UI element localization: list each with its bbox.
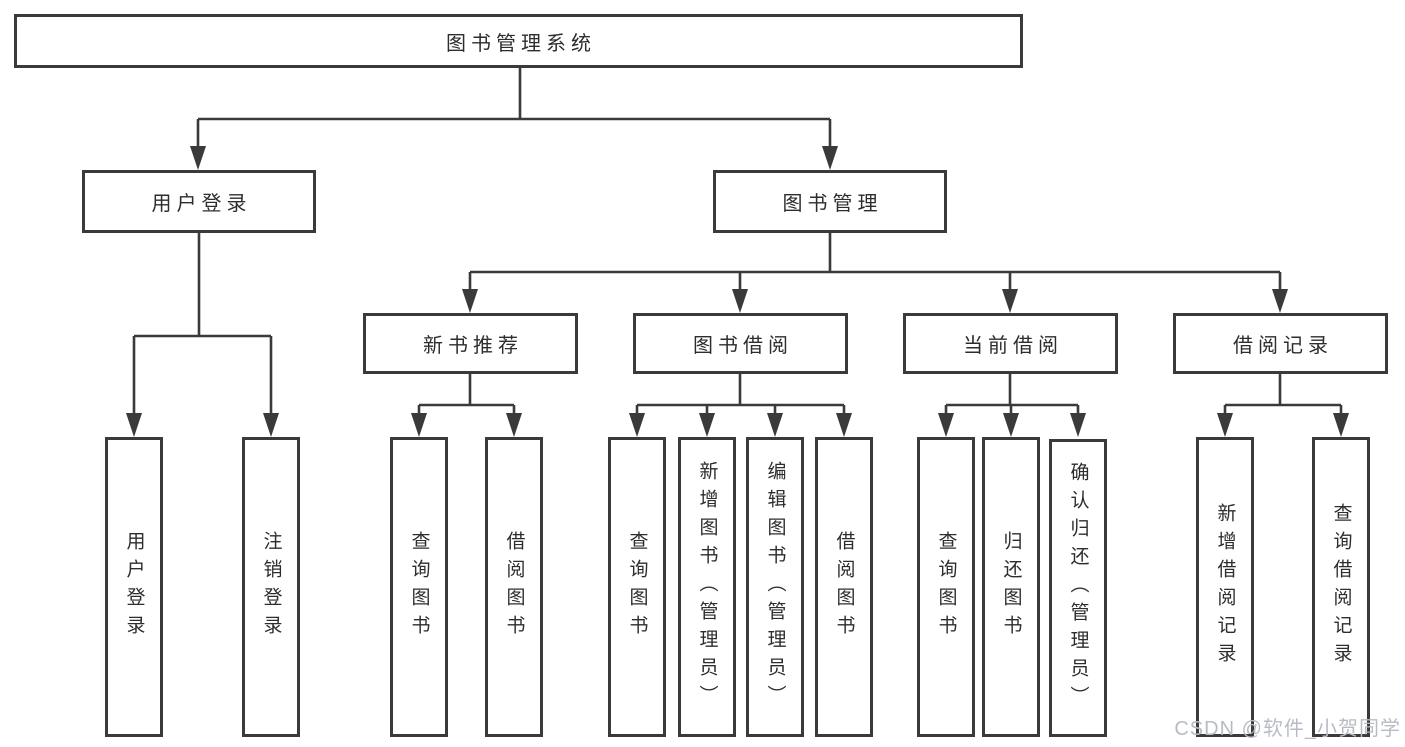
node-label: 查询借阅记录 bbox=[1330, 503, 1352, 671]
node-label: 新增借阅记录 bbox=[1214, 503, 1236, 671]
leaf-return-books: 归还图书 bbox=[982, 437, 1040, 737]
node-label: 注销登录 bbox=[260, 531, 282, 643]
node-label: 用户登录 bbox=[151, 193, 252, 215]
node-book-management-branch: 图书管理 bbox=[713, 170, 947, 233]
leaf-query-books-borrowing: 查询图书 bbox=[608, 437, 666, 737]
node-label: 借阅记录 bbox=[1233, 335, 1333, 357]
leaf-user-login: 用户登录 bbox=[105, 437, 163, 737]
leaf-query-books-current: 查询图书 bbox=[917, 437, 975, 737]
tree-edges bbox=[132, 68, 1343, 417]
node-label: 查询图书 bbox=[626, 531, 648, 643]
node-label: 查询图书 bbox=[408, 531, 430, 643]
node-user-login-branch: 用户登录 bbox=[82, 170, 316, 233]
csdn-watermark: CSDN @软件_小贺同学 bbox=[1174, 718, 1401, 740]
node-root-system: 图书管理系统 bbox=[14, 14, 1023, 68]
leaf-query-books-recommend: 查询图书 bbox=[390, 437, 448, 737]
leaf-confirm-return-admin: 确认归还（管理员） bbox=[1049, 439, 1107, 737]
node-label: 借阅图书 bbox=[833, 531, 855, 643]
node-current-borrowing: 当前借阅 bbox=[903, 313, 1118, 374]
node-new-book-recommendation: 新书推荐 bbox=[363, 313, 578, 374]
node-label: 确认归还（管理员） bbox=[1067, 462, 1089, 714]
leaf-query-borrow-record: 查询借阅记录 bbox=[1312, 437, 1370, 737]
leaf-logout: 注销登录 bbox=[242, 437, 300, 737]
node-book-borrowing: 图书借阅 bbox=[633, 313, 848, 374]
node-label: 新增图书（管理员） bbox=[696, 461, 718, 713]
node-label: 当前借阅 bbox=[963, 335, 1063, 357]
leaf-borrow-books-recommend: 借阅图书 bbox=[485, 437, 543, 737]
node-label: 借阅图书 bbox=[503, 531, 525, 643]
arrowheads bbox=[126, 146, 1349, 437]
node-label: 图书管理 bbox=[782, 193, 883, 215]
node-label: 编辑图书（管理员） bbox=[764, 461, 786, 713]
node-borrowing-records: 借阅记录 bbox=[1173, 313, 1388, 374]
node-label: 归还图书 bbox=[1000, 531, 1022, 643]
node-label: 用户登录 bbox=[123, 531, 145, 643]
node-label: 新书推荐 bbox=[423, 335, 523, 357]
leaf-edit-books-admin: 编辑图书（管理员） bbox=[746, 437, 804, 737]
leaf-add-borrow-record: 新增借阅记录 bbox=[1196, 437, 1254, 737]
node-label: 图书借阅 bbox=[693, 335, 793, 357]
node-label: 查询图书 bbox=[935, 531, 957, 643]
leaf-borrow-books: 借阅图书 bbox=[815, 437, 873, 737]
leaf-add-books-admin: 新增图书（管理员） bbox=[678, 437, 736, 737]
node-label: 图书管理系统 bbox=[446, 32, 596, 55]
